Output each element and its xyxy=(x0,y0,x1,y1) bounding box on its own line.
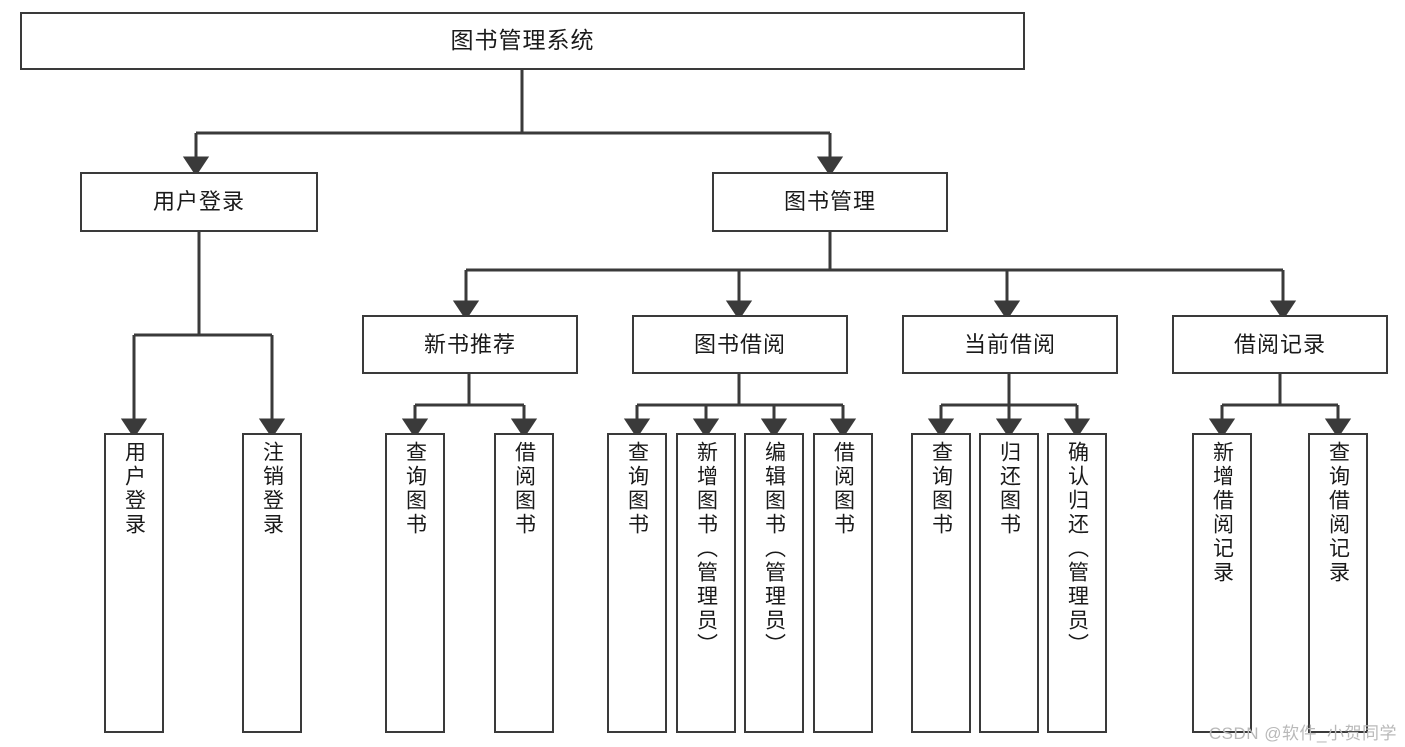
leaf-add-record-label: 新增借阅记录 xyxy=(1210,441,1234,585)
watermark-credit: CSDN @软件_小贺同学 xyxy=(1208,724,1397,743)
leaf-user-login[interactable]: 用户登录 xyxy=(104,433,164,733)
leaf-borrow-book-new-recommend[interactable]: 借阅图书 xyxy=(494,433,554,733)
node-book-borrow-label: 图书借阅 xyxy=(693,331,786,357)
node-borrow-record-label: 借阅记录 xyxy=(1233,331,1326,357)
leaf-user-logout-label: 注销登录 xyxy=(260,441,284,537)
leaf-confirm-return-label: 确认归还（管理员） xyxy=(1065,441,1089,657)
leaf-query-book-new-recommend[interactable]: 查询图书 xyxy=(385,433,445,733)
leaf-return-book[interactable]: 归还图书 xyxy=(979,433,1039,733)
leaf-borrow-book-borrow[interactable]: 借阅图书 xyxy=(813,433,873,733)
leaf-add-borrow-record[interactable]: 新增借阅记录 xyxy=(1192,433,1252,733)
node-book-management-label: 图书管理 xyxy=(783,189,876,215)
leaf-add-book-admin[interactable]: 新增图书（管理员） xyxy=(676,433,736,733)
leaf-user-logout[interactable]: 注销登录 xyxy=(242,433,302,733)
leaf-borrow-book-1-label: 借阅图书 xyxy=(512,441,536,537)
node-book-management[interactable]: 图书管理 xyxy=(712,172,948,232)
node-root-label: 图书管理系统 xyxy=(450,27,595,54)
node-book-borrow[interactable]: 图书借阅 xyxy=(632,315,848,374)
leaf-user-login-label: 用户登录 xyxy=(122,441,146,537)
leaf-confirm-return-admin[interactable]: 确认归还（管理员） xyxy=(1047,433,1107,733)
leaf-edit-book-admin[interactable]: 编辑图书（管理员） xyxy=(744,433,804,733)
leaf-query-book-2-label: 查询图书 xyxy=(625,441,649,537)
leaf-query-book-3-label: 查询图书 xyxy=(929,441,953,537)
leaf-query-book-borrow[interactable]: 查询图书 xyxy=(607,433,667,733)
leaf-add-book-label: 新增图书（管理员） xyxy=(694,441,718,657)
leaf-query-record-label: 查询借阅记录 xyxy=(1326,441,1350,585)
leaf-edit-book-label: 编辑图书（管理员） xyxy=(762,441,786,657)
leaf-return-book-label: 归还图书 xyxy=(997,441,1021,537)
node-borrow-record[interactable]: 借阅记录 xyxy=(1172,315,1388,374)
node-root-book-management-system[interactable]: 图书管理系统 xyxy=(20,12,1025,70)
node-current-borrow[interactable]: 当前借阅 xyxy=(902,315,1118,374)
node-user-login-label: 用户登录 xyxy=(152,189,245,215)
leaf-query-book-1-label: 查询图书 xyxy=(403,441,427,537)
node-new-book-recommend[interactable]: 新书推荐 xyxy=(362,315,578,374)
node-user-login[interactable]: 用户登录 xyxy=(80,172,318,232)
leaf-query-borrow-record[interactable]: 查询借阅记录 xyxy=(1308,433,1368,733)
leaf-query-book-current[interactable]: 查询图书 xyxy=(911,433,971,733)
node-current-borrow-label: 当前借阅 xyxy=(963,331,1056,357)
node-new-book-recommend-label: 新书推荐 xyxy=(423,331,516,357)
leaf-borrow-book-2-label: 借阅图书 xyxy=(831,441,855,537)
